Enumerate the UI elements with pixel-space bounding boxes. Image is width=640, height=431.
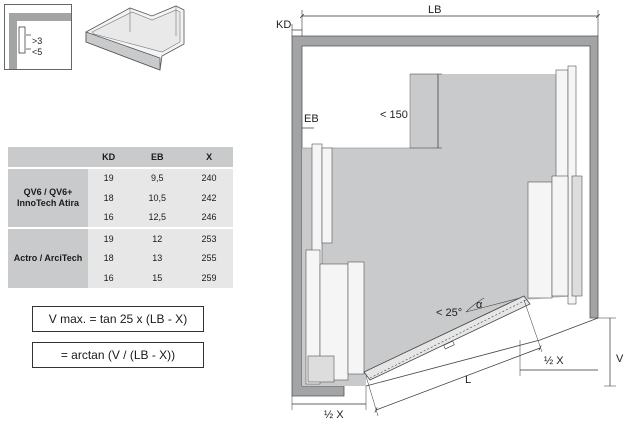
cell-kd: 19 (88, 166, 130, 188)
cabinet-walls (291, 35, 599, 397)
cell-eb: 13 (129, 248, 186, 268)
table-header-row: KD EB X (8, 147, 233, 168)
dim-lb: LB (428, 4, 441, 16)
group-qv6: QV6 / QV6+ InnoTech Atira (8, 166, 88, 228)
table-row: 16 15 259 (8, 268, 233, 288)
left-runner (305, 143, 365, 385)
cell-kd: 19 (88, 227, 130, 249)
table-row: 18 10,5 242 (8, 188, 233, 208)
dim-eb: EB (304, 113, 319, 125)
formula-vmax: V max. = tan 25 x (LB - X) (32, 306, 204, 332)
cell-kd: 16 (88, 207, 130, 228)
cell-x: 240 (185, 166, 233, 188)
corner-drawer-illustration (85, 5, 185, 71)
cell-kd: 16 (88, 268, 130, 288)
group-qv6-line2: InnoTech Atira (16, 197, 79, 208)
edge-detail-drawing: >3 <5 (9, 13, 71, 69)
cell-x: 246 (185, 207, 233, 228)
cell-x: 253 (185, 227, 233, 249)
dim-150: < 150 (380, 109, 408, 121)
cell-eb: 12 (129, 227, 186, 249)
table-row: 16 12,5 246 (8, 207, 233, 228)
table-header-x: X (185, 147, 233, 168)
cell-eb: 9,5 (129, 166, 186, 188)
group-qv6-line1: QV6 / QV6+ (23, 186, 73, 197)
formula-arctan: = arctan (V / (LB - X)) (32, 342, 204, 368)
dimension-table: KD EB X QV6 / QV6+ InnoTech Atira 19 9,5… (8, 147, 233, 288)
cell-kd: 18 (88, 188, 130, 208)
cell-eb: 12,5 (129, 207, 186, 228)
dim-half-x-bottom: ½ X (324, 409, 344, 421)
gap-min: >3 (32, 36, 42, 46)
group-actro: Actro / ArciTech (8, 227, 88, 288)
dim-half-x-right: ½ X (544, 355, 564, 367)
front-edge (18, 26, 26, 54)
table-row: Actro / ArciTech 19 12 253 (8, 227, 233, 288)
cell-kd: 18 (88, 248, 130, 268)
cell-x: 255 (185, 248, 233, 268)
cell-x: 259 (185, 268, 233, 288)
table-header-eb: EB (129, 147, 186, 168)
cabinet-floor (302, 74, 576, 386)
cell-eb: 10,5 (129, 188, 186, 208)
table-header-blank (8, 147, 88, 168)
table-header-kd: KD (88, 147, 130, 168)
cell-eb: 15 (129, 268, 186, 288)
table-row: QV6 / QV6+ InnoTech Atira 19 9,5 240 (8, 166, 233, 228)
dim-v: V (616, 353, 624, 365)
side-panel (9, 13, 17, 69)
edge-detail-inset: >3 <5 (4, 4, 72, 70)
dim-kd: KD (276, 19, 291, 31)
dim-angle-25: < 25° (436, 307, 462, 319)
dim-alpha: α (476, 299, 483, 311)
top-panel (9, 13, 71, 21)
group-actro-line1: Actro / ArciTech (13, 252, 83, 263)
cell-x: 242 (185, 188, 233, 208)
right-runner (527, 65, 583, 305)
dim-l: L (465, 374, 471, 386)
gap-max: <5 (32, 47, 42, 57)
table-row: 18 13 255 (8, 248, 233, 268)
